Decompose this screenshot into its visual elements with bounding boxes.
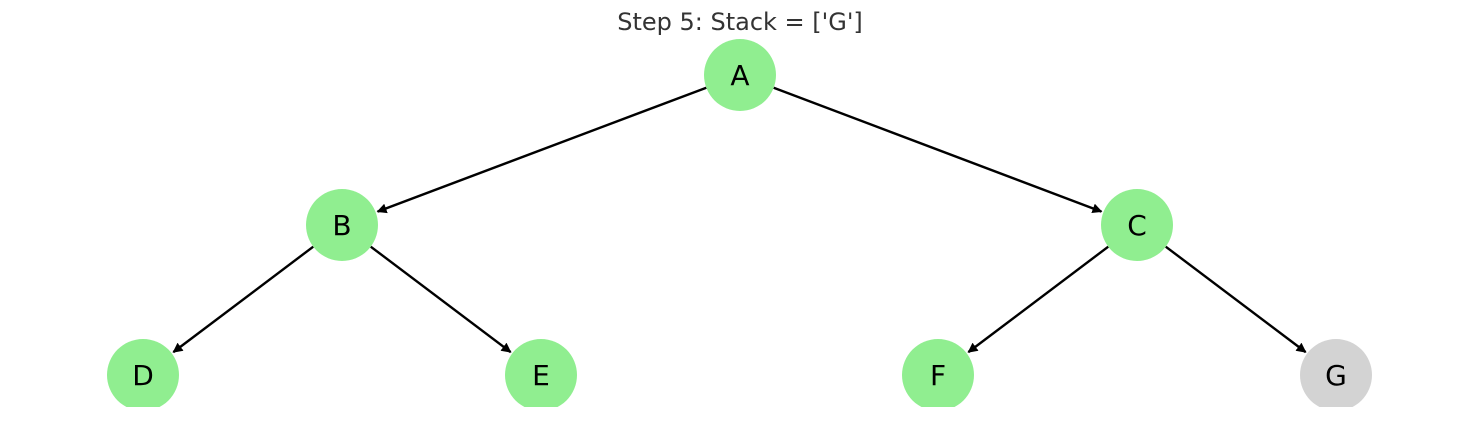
edge-c-g [1165, 245, 1307, 354]
node-circle-d [107, 339, 179, 407]
node-label-b: B [332, 209, 351, 242]
node-circle-f [902, 339, 974, 407]
diagram-title: Step 5: Stack = ['G'] [617, 8, 863, 36]
edge-b-d [172, 245, 314, 354]
edge-c-f [967, 245, 1109, 354]
edge-a-b [376, 86, 707, 214]
node-c: C [1101, 189, 1173, 261]
edge-b-e [370, 245, 512, 354]
node-label-a: A [730, 59, 749, 92]
edges-layer [172, 86, 1307, 354]
node-circle-a [704, 39, 776, 111]
nodes-layer: A B C D E F G [107, 39, 1372, 407]
node-label-f: F [930, 359, 946, 392]
node-circle-c [1101, 189, 1173, 261]
node-a: A [704, 39, 776, 111]
node-label-d: D [132, 359, 154, 392]
edge-a-c [773, 86, 1103, 214]
node-b: B [306, 189, 378, 261]
node-g: G [1300, 339, 1372, 407]
node-circle-e [505, 339, 577, 407]
node-e: E [505, 339, 577, 407]
node-label-c: C [1127, 209, 1147, 242]
node-d: D [107, 339, 179, 407]
node-circle-g [1300, 339, 1372, 407]
node-f: F [902, 339, 974, 407]
node-label-g: G [1325, 359, 1347, 392]
node-label-e: E [532, 359, 550, 392]
node-circle-b [306, 189, 378, 261]
